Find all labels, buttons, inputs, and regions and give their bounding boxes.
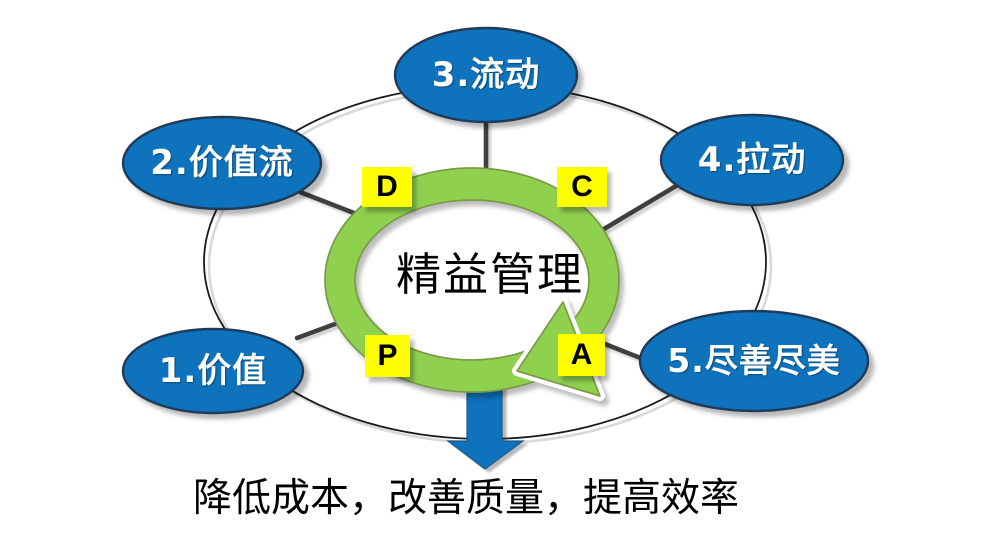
node-flow-ellipse: [393, 26, 579, 124]
center-title: 精益管理: [395, 248, 584, 301]
connector-pull: [601, 183, 679, 232]
pdca-badge-c: C: [557, 167, 607, 207]
node-value-ellipse: [121, 327, 305, 415]
principle-nodes: [121, 26, 870, 415]
caption: 降低成本，改善质量，提高效率: [192, 476, 739, 521]
pdca-badge-p: P: [365, 335, 410, 377]
node-pull-ellipse: [659, 113, 845, 207]
pdca-badge-d: D: [362, 167, 412, 207]
node-value-stream-ellipse: [121, 115, 323, 211]
node-perfection-ellipse: [638, 309, 870, 413]
pdca-badge-a: A: [558, 334, 605, 376]
